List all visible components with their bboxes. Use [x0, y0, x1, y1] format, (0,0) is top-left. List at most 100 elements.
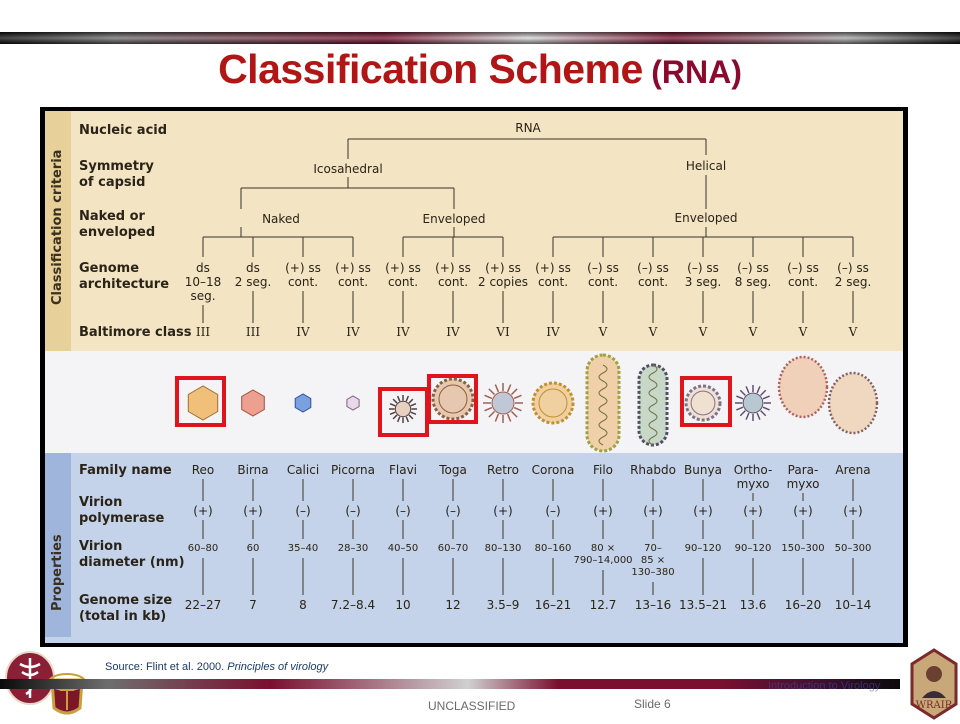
row-label-naked-enveloped: Naked or enveloped	[79, 209, 156, 240]
wrair-logo-text: WRAIR	[916, 700, 953, 711]
virion-flavi-icon	[389, 395, 417, 423]
genome-size-cell: 10–14	[834, 598, 872, 612]
genome-size-cell: 12	[445, 598, 461, 612]
polymerase-cell: (+)	[743, 504, 763, 518]
family-name-cell: Toga	[439, 463, 467, 477]
genome-size-cell: 16–20	[784, 598, 822, 612]
genome-size-cell: 22–27	[184, 598, 222, 612]
army-medical-logo	[2, 648, 102, 724]
criteria-sidebar	[45, 111, 71, 351]
family-name-cell: Flavi	[388, 463, 418, 477]
properties-sidebar	[45, 453, 71, 637]
genome-size-cell: 7	[249, 598, 257, 612]
genome-architecture-cell: (–) ss 2 seg.	[834, 261, 872, 289]
genome-architecture-cell: (+) ss cont.	[335, 261, 371, 289]
tree-node-rna: RNA	[515, 121, 541, 135]
family-name-cell: Bunya	[684, 463, 722, 477]
row-label-genome-architecture: Genome architecture	[79, 261, 170, 292]
row-label-nucleic-acid: Nucleic acid	[79, 123, 168, 138]
diameter-cell: 150–300	[781, 543, 825, 554]
polymerase-cell: (+)	[493, 504, 513, 518]
diameter-cell: 60	[246, 543, 260, 554]
highlight-box-reo	[175, 376, 226, 427]
genome-architecture-cell: (+) ss 2 copies	[478, 261, 528, 289]
polymerase-cell: (+)	[593, 504, 613, 518]
genome-size-cell: 8	[299, 598, 307, 612]
diameter-cell: 60–70	[437, 543, 469, 554]
family-name-cell: Retro	[487, 463, 519, 477]
baltimore-class-cell: VI	[496, 325, 510, 339]
virion-picorna-icon	[346, 395, 360, 411]
title-suffix: (RNA)	[651, 54, 742, 90]
baltimore-class-cell: V	[748, 325, 758, 339]
polymerase-cell: (+)	[693, 504, 713, 518]
genome-size-cell: 16–21	[534, 598, 572, 612]
family-name-cell: Reo	[191, 463, 215, 477]
genome-size-cell: 13.5–21	[679, 598, 727, 612]
virion-retro-icon	[483, 383, 523, 423]
diameter-cell: 70– 85 × 130–380	[631, 543, 675, 578]
family-name-cell: Picorna	[331, 463, 375, 477]
polymerase-cell: (–)	[345, 504, 361, 518]
diameter-cell: 28–30	[337, 543, 369, 554]
virion-rhabdo-icon	[637, 363, 669, 447]
polymerase-cell: (–)	[545, 504, 561, 518]
genome-size-cell: 10	[395, 598, 411, 612]
polymerase-cell: (+)	[643, 504, 663, 518]
slide-number: Slide 6	[634, 697, 671, 711]
footer-faint-text: Introduction to Virology	[768, 680, 881, 692]
family-name-cell: Para- myxo	[786, 463, 820, 491]
family-name-cell: Calici	[286, 463, 320, 477]
slide-title: Classification Scheme (RNA)	[0, 46, 960, 93]
source-citation: Source: Flint et al. 2000. Principles of…	[105, 661, 328, 673]
genome-size-cell: 3.5–9	[486, 598, 520, 612]
virion-paramyxo-icon	[777, 355, 829, 419]
diameter-cell: 50–300	[834, 543, 872, 554]
polymerase-cell: (+)	[793, 504, 813, 518]
polymerase-cell: (+)	[243, 504, 263, 518]
classification-figure: Classification criteria Properties Nucle…	[40, 107, 908, 647]
virion-toga-icon	[431, 377, 475, 421]
title-main: Classification Scheme	[218, 46, 643, 92]
family-name-cell: Birna	[237, 463, 269, 477]
genome-architecture-cell: (–) ss cont.	[587, 261, 619, 289]
genome-architecture-cell: (–) ss 8 seg.	[734, 261, 772, 289]
properties-band	[45, 453, 903, 643]
virion-corona-icon	[531, 381, 575, 425]
genome-architecture-cell: ds 2 seg.	[234, 261, 272, 289]
highlight-box-flavi	[378, 387, 429, 437]
baltimore-class-cell: IV	[396, 325, 410, 339]
baltimore-class-cell: IV	[446, 325, 460, 339]
family-name-cell: Rhabdo	[630, 463, 676, 477]
virion-birna-icon	[241, 389, 265, 417]
genome-architecture-cell: (+) ss cont.	[535, 261, 571, 289]
virion-arena-icon	[827, 371, 879, 435]
genome-architecture-cell: (+) ss cont.	[285, 261, 321, 289]
baltimore-class-cell: V	[698, 325, 708, 339]
polymerase-cell: (–)	[445, 504, 461, 518]
footer-bar	[0, 679, 900, 689]
genome-architecture-cell: (+) ss cont.	[435, 261, 471, 289]
family-name-cell: Corona	[531, 463, 575, 477]
diameter-cell: 80 × 790–14,000	[573, 543, 633, 566]
genome-architecture-cell: (–) ss cont.	[787, 261, 819, 289]
polymerase-cell: (+)	[193, 504, 213, 518]
polymerase-cell: (–)	[395, 504, 411, 518]
source-prefix: Source: Flint et al. 2000.	[105, 661, 225, 673]
genome-architecture-cell: (–) ss 3 seg.	[684, 261, 722, 289]
family-name-cell: Filo	[592, 463, 614, 477]
tree-node-icosahedral: Icosahedral	[313, 162, 383, 176]
virion-calici-icon	[294, 393, 312, 413]
row-label-diameter: Virion diameter (nm)	[79, 539, 185, 570]
tree-node-helical: Helical	[685, 159, 727, 173]
diameter-cell: 80–130	[484, 543, 522, 554]
diameter-cell: 80–160	[534, 543, 572, 554]
family-name-cell: Ortho- myxo	[733, 463, 773, 491]
virion-bunya-icon	[684, 384, 722, 422]
tree-node-enveloped-helical: Enveloped	[674, 211, 738, 225]
polymerase-cell: (+)	[843, 504, 863, 518]
tree-node-naked: Naked	[262, 212, 300, 226]
virion-filo-icon	[585, 353, 621, 453]
baltimore-class-cell: V	[798, 325, 808, 339]
genome-architecture-cell: (–) ss cont.	[637, 261, 669, 289]
